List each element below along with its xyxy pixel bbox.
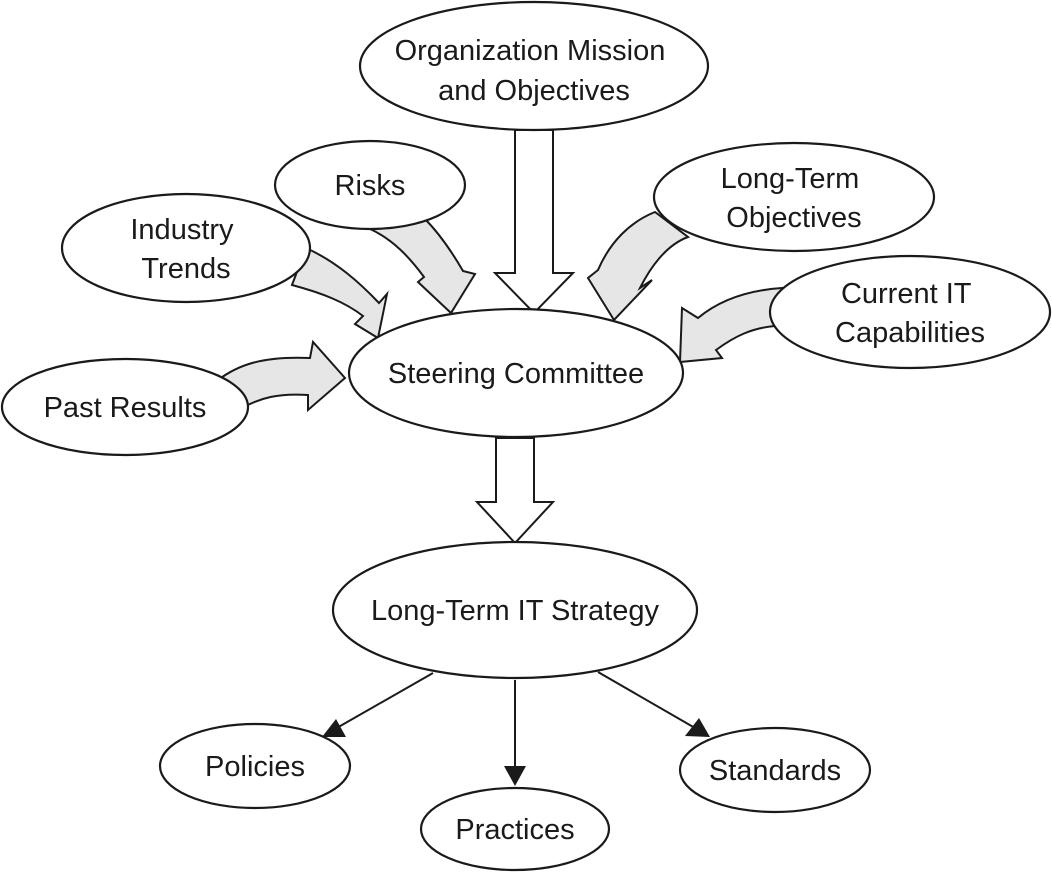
arrow-industry-to-steering — [290, 246, 389, 340]
node-organization-mission: Organization Mission and Objectives — [358, 0, 710, 132]
svg-text:Long-Term IT Strategy: Long-Term IT Strategy — [371, 595, 659, 627]
node-policies: Policies — [158, 722, 352, 810]
arrowhead-standards — [685, 718, 710, 737]
node-industry-trends: Industry Trends — [60, 192, 312, 304]
svg-text:Practices: Practices — [455, 814, 574, 846]
arrow-currentit-to-steering — [678, 286, 784, 364]
arrow-steering-to-strategy — [474, 437, 556, 545]
node-standards: Standards — [678, 726, 872, 814]
node-risks: Risks — [273, 139, 467, 231]
svg-text:Risks: Risks — [335, 170, 406, 202]
svg-text:Standards: Standards — [709, 755, 841, 787]
svg-text:Policies: Policies — [205, 751, 305, 783]
arrow-pastresults-to-steering — [216, 339, 347, 413]
arrowhead-practices — [504, 766, 526, 786]
line-strategy-to-policies — [334, 672, 434, 730]
node-past-results: Past Results — [0, 357, 250, 457]
arrow-longterm-to-steering — [586, 210, 691, 322]
node-steering-committee: Steering Committee — [347, 307, 685, 439]
svg-text:Organization Mission and: Organization Mission and Objectives — [395, 35, 674, 107]
node-long-term-it-strategy: Long-Term IT Strategy — [331, 540, 699, 680]
node-current-it-capabilities: Current IT Capabilities — [768, 254, 1052, 370]
svg-text:Current IT Capabilities: Current IT Capabilities — [835, 278, 985, 349]
node-long-term-objectives: Long-Term Objectives — [652, 141, 936, 253]
line-strategy-to-standards — [597, 671, 696, 729]
svg-text:Steering Committee: Steering Committee — [388, 358, 644, 390]
arrow-risks-to-steering — [364, 216, 477, 315]
svg-text:Industry Trends: Industry Trends — [130, 214, 241, 285]
arrow-mission-to-steering — [492, 129, 576, 315]
node-practices: Practices — [419, 786, 611, 872]
svg-text:Past Results: Past Results — [44, 392, 207, 424]
svg-text:Long-Term Objectives: Long-Term Objectives — [721, 163, 868, 234]
arrowhead-policies — [322, 719, 346, 737]
